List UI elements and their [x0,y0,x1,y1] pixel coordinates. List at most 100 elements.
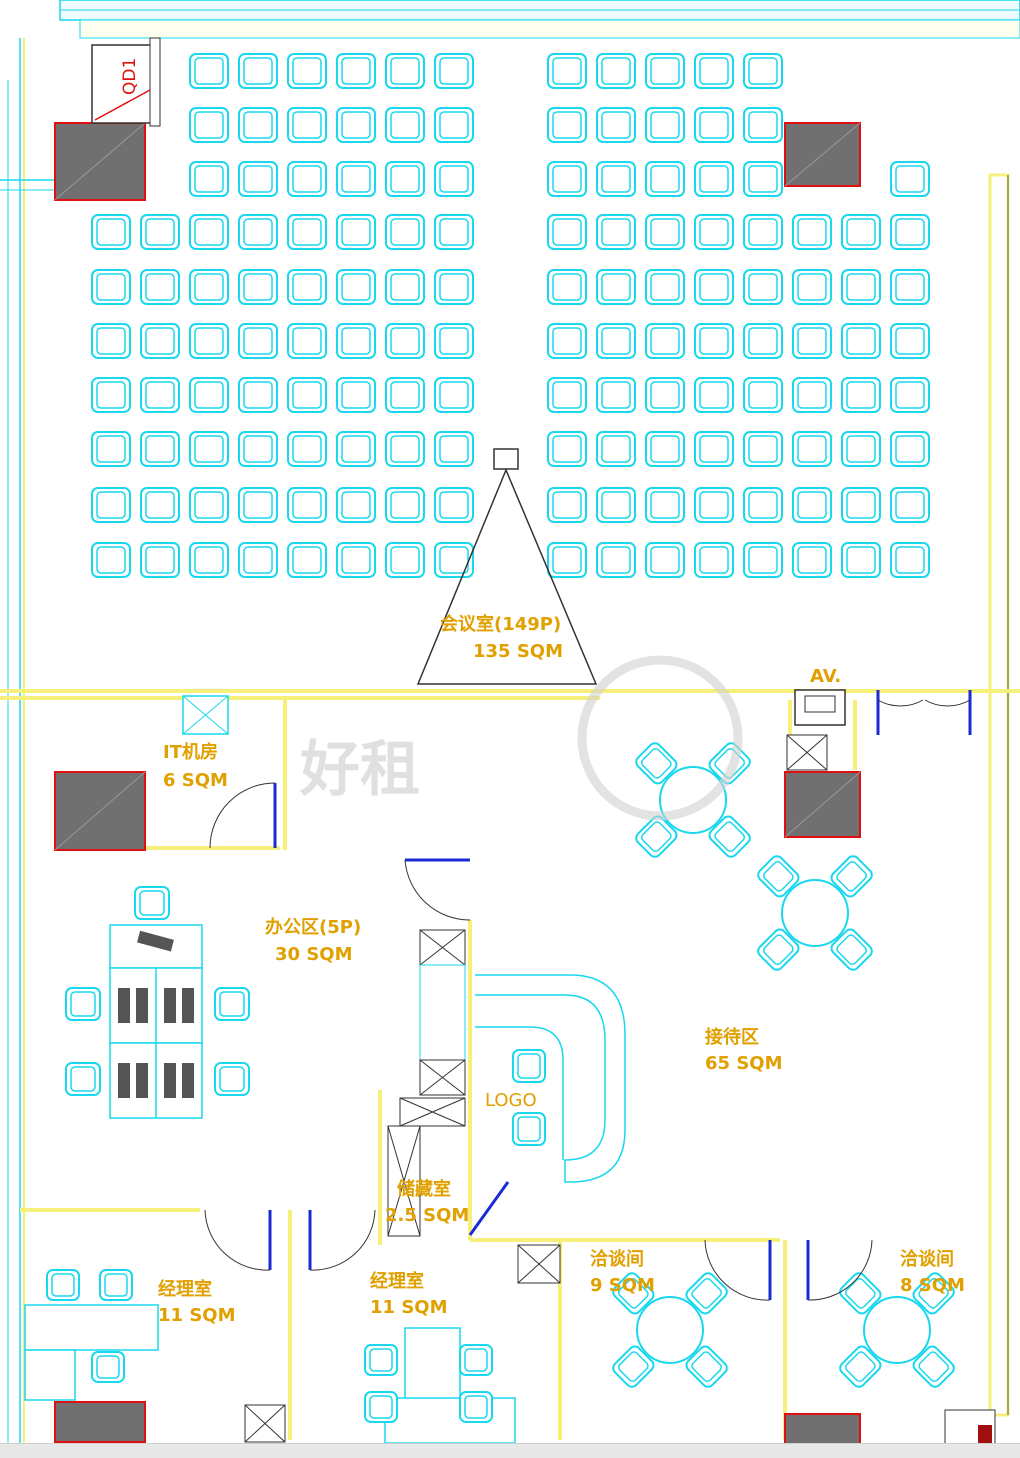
chair-icon [890,269,930,305]
chair-icon [91,214,131,250]
manager-desk-2 [384,1327,516,1444]
chair-icon [287,161,327,197]
conference-room-area: 135 SQM [473,641,563,662]
chair-icon [385,431,425,467]
chair-icon [547,431,587,467]
manager-room-1-area: 11 SQM [158,1305,236,1326]
chair-icon [890,214,930,250]
chair-icon [287,214,327,250]
chair-icon [287,323,327,359]
chair-icon [890,377,930,413]
chair-icon [189,53,229,89]
chair-icon [547,542,587,578]
chair-icon [99,1269,133,1301]
column [784,1413,861,1445]
chair-icon [757,855,800,898]
chair-icon [238,323,278,359]
chair-icon [189,431,229,467]
it-room-area: 6 SQM [163,770,228,791]
meeting-room-2-name: 洽谈间 [900,1248,954,1270]
chair-icon [830,855,873,898]
av-cabinet [786,689,846,771]
chair-icon [685,1272,728,1315]
chair-icon [336,161,376,197]
chair-icon [385,107,425,143]
round-table [757,855,873,971]
chair-icon [645,214,685,250]
panel-label: QD1 [120,58,140,95]
chair-icon [890,323,930,359]
chair-icon [547,323,587,359]
chair-icon [890,487,930,523]
door [806,1239,873,1301]
chair-icon [841,214,881,250]
chair-icon [839,1272,882,1315]
chair-icon [287,431,327,467]
chair-icon [238,161,278,197]
round-table [839,1272,955,1388]
manager-chairs [46,1269,493,1423]
chair-icon [694,487,734,523]
chair-icon [694,107,734,143]
chair-icon [46,1269,80,1301]
chair-icon [65,987,101,1021]
chair-icon [596,431,636,467]
chair-icon [336,487,376,523]
chair-icon [189,269,229,305]
chair-icon [912,1272,955,1315]
chair-icon [635,742,678,785]
av-label: AV. [810,666,841,687]
chair-icon [65,1062,101,1096]
chair-icon [743,431,783,467]
chair-icon [189,107,229,143]
chair-icon [434,53,474,89]
meeting-room-2-area: 8 SQM [900,1275,965,1296]
chair-icon [336,377,376,413]
column [784,771,861,838]
chair-icon [645,269,685,305]
chair-icon [841,269,881,305]
chair-icon [694,542,734,578]
chair-icon [792,431,832,467]
chair-icon [336,107,376,143]
chair-icon [238,214,278,250]
chair-icon [596,487,636,523]
chair-icon [287,53,327,89]
reception-area: 65 SQM [705,1053,783,1074]
chair-icon [189,161,229,197]
chair-icon [214,987,250,1021]
chair-icon [743,323,783,359]
chair-icon [694,323,734,359]
chair-icon [385,214,425,250]
reception-shelving [244,929,561,1443]
chair-icon [645,431,685,467]
chair-icon [743,161,783,197]
chair-icon [743,53,783,89]
chair-icon [189,487,229,523]
chair-icon [635,815,678,858]
chair-icon [694,431,734,467]
office-area-area: 30 SQM [275,944,353,965]
chair-icon [694,269,734,305]
chair-icon [839,1345,882,1388]
chair-icon [189,542,229,578]
chair-icon [91,431,131,467]
chair-icon [287,542,327,578]
chair-icon [238,542,278,578]
bottom-scrollbar[interactable] [0,1443,1020,1458]
chair-icon [645,377,685,413]
chair-icon [743,107,783,143]
chair-icon [743,269,783,305]
chair-icon [238,431,278,467]
chair-icon [434,214,474,250]
projector [416,448,598,685]
chair-icon [336,269,376,305]
chair-icon [364,1391,398,1423]
chair-icon [134,886,170,920]
chair-icon [830,928,873,971]
reception-name: 接待区 [705,1026,759,1048]
chair-icon [385,161,425,197]
chair-icon [287,377,327,413]
chair-icon [336,53,376,89]
door [209,782,277,849]
